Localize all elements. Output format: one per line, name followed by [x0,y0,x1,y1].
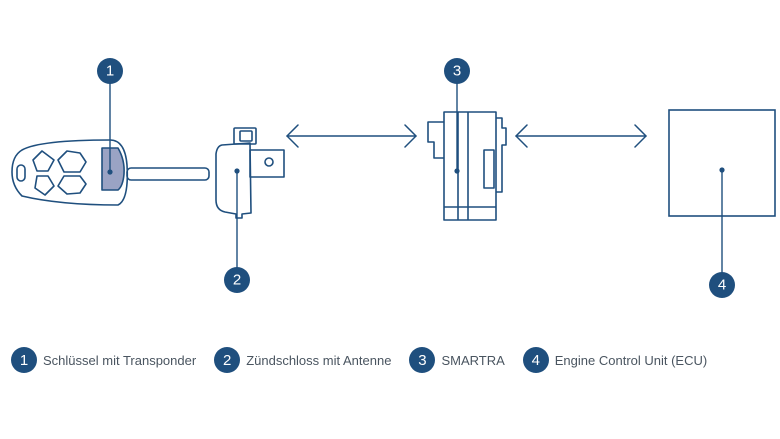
key-fob-body [11,139,129,206]
transponder-chip [101,147,125,191]
key-button-top-right [57,150,87,173]
double-arrow-left [286,124,417,148]
anchor-dot-2 [234,168,240,174]
key-button-slot [16,164,26,182]
anchor-dot-1 [107,169,113,175]
smartra-housing [443,111,497,221]
smartra-right-connector [496,117,507,193]
legend-item-key: 1 Schlüssel mit Transponder [11,347,196,373]
anchor-dot-3 [454,168,460,174]
key-blade [126,167,210,181]
legend-badge-4: 4 [522,347,549,373]
legend-item-smartra: 3 SMARTRA [409,347,505,373]
legend-badge-2: 2 [214,347,241,373]
marker-1: 1 [97,58,123,84]
marker-1-number: 1 [106,63,114,80]
legend-label-3: SMARTRA [441,352,505,368]
car-key [11,139,210,206]
marker-2: 2 [224,267,250,293]
marker-4: 4 [709,272,735,298]
legend-label-4: Engine Control Unit (ECU) [554,352,708,368]
ignition-lock [215,127,285,219]
antenna-tab [249,149,285,178]
legend-item-ignition-lock: 2 Zündschloss mit Antenne [214,347,391,373]
ignition-lock-cap [239,130,253,142]
legend-item-ecu: 4 Engine Control Unit (ECU) [522,347,708,373]
immobilizer-diagram: 1 2 3 4 [11,58,776,298]
smartra-module [427,111,507,221]
anchor-dot-4 [719,167,725,173]
legend-badge-1: 1 [11,347,37,373]
marker-3: 3 [444,58,470,84]
marker-3-number: 3 [453,63,461,80]
double-arrow-right [515,124,647,148]
legend-badge-3: 3 [409,347,436,373]
key-button-bottom-left [34,175,55,196]
ignition-lock-body [215,142,252,219]
marker-2-number: 2 [233,272,241,289]
key-button-top-left [32,150,55,172]
smartra-side-tab [483,149,495,189]
smartra-left-connector [427,121,444,159]
ignition-lock-top [233,127,257,145]
legend-label-2: Zündschloss mit Antenne [246,352,392,368]
antenna-hole [264,157,274,167]
marker-4-number: 4 [718,277,726,294]
legend-label-1: Schlüssel mit Transponder [43,352,197,368]
legend: 1 Schlüssel mit Transponder 2 Zündschlos… [11,346,725,374]
key-button-bottom-right [57,175,87,195]
